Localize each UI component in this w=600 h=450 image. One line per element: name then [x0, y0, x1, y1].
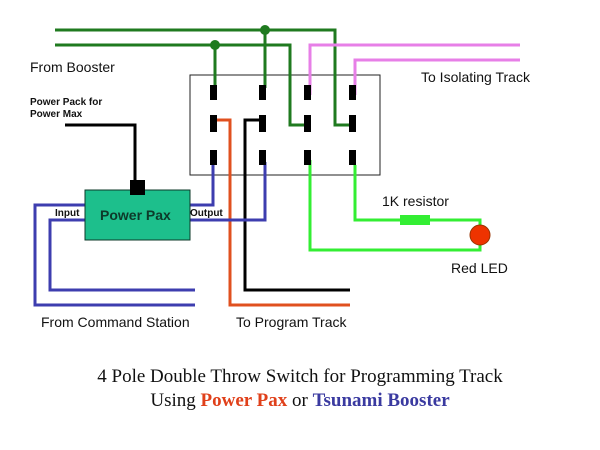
input-label: Input: [55, 208, 80, 219]
caption-tsunami: Tsunami Booster: [312, 390, 450, 411]
caption-or: or: [287, 390, 313, 411]
switch-terminals: [210, 85, 356, 165]
power-pax-connector: [130, 180, 145, 195]
power-pax-box: [84, 189, 191, 241]
terminal: [304, 115, 311, 132]
terminal: [259, 115, 266, 132]
command-wire-outer: [33, 203, 195, 307]
switch-box: [189, 74, 381, 176]
led-wire-return: [308, 160, 482, 252]
caption-line-1: 4 Pole Double Throw Switch for Programmi…: [97, 366, 503, 387]
terminal: [304, 85, 311, 100]
terminal: [304, 150, 311, 165]
terminal: [210, 85, 217, 100]
output-wire-2: [190, 162, 267, 222]
terminal: [349, 85, 356, 100]
program-wire-black: [243, 118, 350, 292]
junction-dot-1: [260, 25, 270, 35]
caption-prefix: Using: [150, 390, 201, 411]
output-wire-1: [190, 162, 215, 207]
from-booster-label: From Booster: [30, 59, 115, 75]
output-label: Output: [190, 208, 223, 219]
caption-line-2: Using Power Pax or Tsunami Booster: [0, 390, 600, 412]
terminal: [349, 150, 356, 165]
terminal: [259, 85, 266, 100]
power-max-label: Power Max: [30, 109, 83, 120]
terminal: [210, 115, 217, 132]
terminal: [210, 150, 217, 165]
booster-wires: [55, 28, 352, 127]
to-program-label: To Program Track: [236, 314, 347, 330]
isolating-wires: [308, 43, 520, 95]
power-pack-wire: [65, 123, 137, 185]
led-label: Red LED: [451, 260, 508, 276]
command-wire-inner: [48, 218, 195, 292]
command-wires: [33, 162, 267, 307]
junction-dot-2: [210, 40, 220, 50]
program-wire-red: [213, 118, 350, 307]
booster-wire-2: [55, 43, 308, 127]
red-led: [469, 224, 491, 246]
terminal: [349, 115, 356, 132]
caption-power-pax: Power Pax: [200, 390, 288, 411]
power-pax-label: Power Pax: [100, 207, 171, 223]
isolating-wire-2: [353, 58, 520, 95]
booster-wire-1: [55, 28, 352, 127]
resistor-label: 1K resistor: [382, 193, 449, 209]
terminal: [259, 150, 266, 165]
isolating-wire-1: [308, 43, 520, 95]
to-isolating-label: To Isolating Track: [421, 69, 530, 85]
power-pack-label: Power Pack for: [30, 97, 103, 108]
from-command-label: From Command Station: [41, 314, 190, 330]
resistor: [400, 215, 430, 225]
